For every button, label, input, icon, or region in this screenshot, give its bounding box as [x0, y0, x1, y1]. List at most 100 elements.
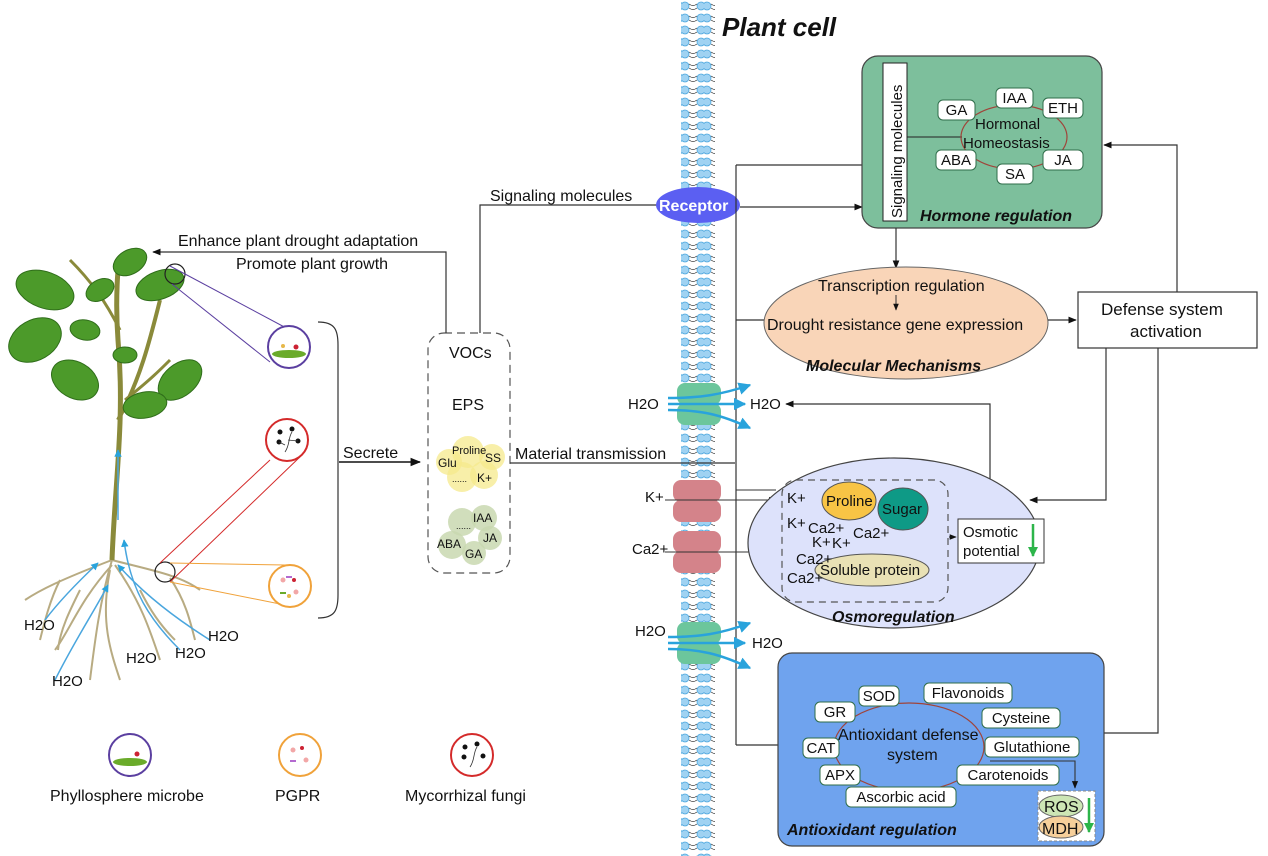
glu-chip: Glu	[438, 456, 457, 470]
phyllosphere-microbe-icon	[267, 325, 311, 369]
ion: Ca2+	[853, 525, 890, 542]
antioxidant-chip-glutathione: Glutathione	[984, 736, 1080, 758]
signaling-molecules-label: Signaling molecules	[490, 188, 632, 205]
ion: K+	[812, 534, 831, 551]
secrete-label: Secrete	[343, 445, 398, 462]
defense-line1: Defense system	[1101, 300, 1223, 319]
proline-chip: Proline	[452, 445, 486, 457]
aquaporin-1	[677, 383, 721, 425]
mdh-label: MDH	[1042, 821, 1078, 838]
eps-label: EPS	[452, 397, 484, 414]
svg-text:IAA: IAA	[1002, 90, 1026, 107]
molecular-mechanisms-panel: Transcription regulation Drought resista…	[763, 266, 1049, 380]
defense-line2: activation	[1130, 322, 1202, 341]
enhance-drought-label: Enhance plant drought adaptation	[178, 233, 418, 250]
svg-text:H2O: H2O	[52, 673, 83, 690]
receptor-label: Receptor	[659, 198, 728, 215]
legend-pgpr: PGPR	[275, 733, 322, 805]
ss-chip: SS	[485, 451, 501, 465]
hormone-chip-aba: ABA	[935, 149, 977, 171]
svg-text:H2O: H2O	[175, 645, 206, 662]
svg-text:GR: GR	[824, 704, 847, 721]
antioxidant-chip-carotenoids: Carotenoids	[956, 764, 1060, 786]
ion: K+	[787, 490, 806, 507]
more-chip: ......	[452, 474, 467, 484]
group-bracket	[317, 321, 339, 619]
svg-text:Phyllosphere microbe: Phyllosphere microbe	[50, 788, 204, 805]
ion: K+	[832, 535, 851, 552]
hormone-regulation-title: Hormone regulation	[920, 208, 1072, 225]
aquaporin-2	[677, 622, 721, 664]
svg-text:APX: APX	[825, 767, 855, 784]
secretions-box	[427, 332, 511, 574]
antioxidant-chip-cysteine: Cysteine	[981, 707, 1061, 729]
svg-text:Cysteine: Cysteine	[992, 710, 1050, 727]
yellow-cluster	[436, 436, 505, 492]
legend: Phyllosphere microbe PGPR Mycorrhizal fu…	[50, 733, 526, 805]
ca-channel	[673, 531, 721, 573]
hormone-side-label: Signaling molecules	[889, 85, 906, 218]
h2o-inside-2: H2O	[752, 635, 783, 652]
root-zoom-circle	[154, 561, 176, 583]
hormone-chip-sa: SA	[996, 163, 1034, 185]
antioxidant-chip-flavonoids: Flavonoids	[923, 682, 1013, 704]
svg-text:Mycorrhizal fungi: Mycorrhizal fungi	[405, 788, 526, 805]
plant-illustration	[8, 247, 211, 681]
antioxidant-chip-ascorbic-acid: Ascorbic acid	[845, 786, 957, 808]
ion: Ca2+	[808, 520, 845, 537]
ion: Ca2+	[787, 570, 824, 587]
svg-text:H2O: H2O	[126, 650, 157, 667]
hormone-chip-ja: JA	[1042, 149, 1084, 171]
soluble-protein-label: Soluble protein	[820, 562, 920, 579]
svg-text:Flavonoids: Flavonoids	[932, 685, 1005, 702]
hormone-regulation-panel: Signaling molecules Hormonal Homeostasis…	[861, 55, 1103, 229]
antioxidant-center-1: Antioxidant defense	[838, 727, 979, 744]
transcription-regulation: Transcription regulation	[818, 278, 985, 295]
iaa-chip: IAA	[473, 511, 492, 525]
svg-text:Carotenoids: Carotenoids	[968, 767, 1049, 784]
hormonal-text: Hormonal	[975, 116, 1040, 133]
legend-phyllosphere: Phyllosphere microbe	[50, 733, 204, 805]
cell-membrane	[681, 0, 715, 856]
svg-text:H2O: H2O	[208, 628, 239, 645]
svg-text:CAT: CAT	[807, 740, 836, 757]
h2o-outside-2: H2O	[635, 623, 666, 640]
ja-chip: JA	[483, 531, 497, 545]
svg-text:Glutathione: Glutathione	[994, 739, 1071, 756]
more-chip-2: ......	[456, 521, 471, 531]
antioxidant-chip-cat: CAT	[802, 737, 840, 759]
ga-chip: GA	[465, 547, 482, 561]
h2o-outside-1: H2O	[628, 396, 659, 413]
sugar-label: Sugar	[882, 501, 922, 518]
plant-cell-title: Plant cell	[722, 12, 837, 42]
svg-text:GA: GA	[946, 102, 968, 119]
receptor	[656, 187, 740, 223]
defense-activation-box: Defense system activation	[1077, 291, 1258, 349]
svg-text:PGPR: PGPR	[275, 788, 320, 805]
molecular-mechanisms-title: Molecular Mechanisms	[806, 358, 981, 375]
ion: Ca2+	[796, 551, 833, 568]
antioxidant-chip-gr: GR	[814, 701, 856, 723]
ca-ion-label: Ca2+	[632, 541, 669, 558]
vocs-label: VOCs	[449, 345, 492, 362]
k-ion-label: K+	[645, 489, 664, 506]
svg-text:Ascorbic acid: Ascorbic acid	[856, 789, 945, 806]
root-water-labels: H2O H2O H2O H2O H2O	[24, 617, 239, 690]
hormone-chip-ga: GA	[937, 99, 976, 121]
potential-label: potential	[963, 543, 1020, 560]
k-channel	[673, 480, 721, 522]
svg-text:ABA: ABA	[941, 152, 971, 169]
water-arrows-1	[667, 382, 752, 430]
svg-text:ETH: ETH	[1048, 100, 1078, 117]
h2o-inside-1: H2O	[750, 396, 781, 413]
water-arrows-2	[667, 621, 752, 670]
mycorrhizal-fungi-icon	[265, 418, 309, 462]
promote-growth-label: Promote plant growth	[236, 256, 388, 273]
legend-mycorrhizal: Mycorrhizal fungi	[405, 733, 526, 805]
osmotic-label: Osmotic	[963, 524, 1019, 541]
proline-label: Proline	[826, 493, 873, 510]
k-chip: K+	[477, 471, 492, 485]
homeostasis-text: Homeostasis	[963, 135, 1050, 152]
antioxidant-chip-sod: SOD	[858, 685, 900, 707]
